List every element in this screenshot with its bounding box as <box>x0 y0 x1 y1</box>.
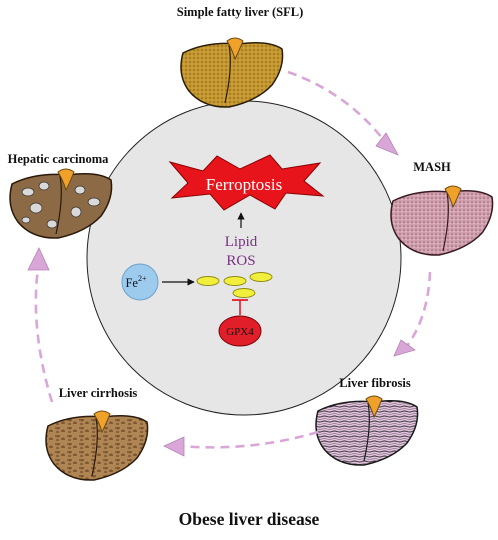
iron-ion <box>121 263 159 301</box>
lipid-oval <box>223 276 247 286</box>
arrow-cirrhosis-to-carcinoma <box>34 267 54 403</box>
arrowhead-fibrosis <box>393 339 416 357</box>
stage-label-cirrhosis: Liver cirrhosis <box>59 386 138 400</box>
gpx4-label: GPX4 <box>226 326 254 338</box>
stage-label-mash: MASH <box>413 160 451 174</box>
lipid-oval <box>232 288 256 298</box>
ferroptosis-label: Ferroptosis <box>206 175 283 194</box>
cirrhosis-liver-illustration <box>45 410 149 481</box>
arrowhead-cirrhosis <box>163 436 185 457</box>
fibrosis-liver-illustration <box>315 395 419 466</box>
lipid-peroxides <box>196 272 273 298</box>
progression-arrowheads <box>27 132 416 457</box>
iron-symbol: Fe <box>125 276 138 290</box>
ros-label: ROS <box>226 253 255 269</box>
figure-title: Obese liver disease <box>179 509 320 529</box>
arrowhead-carcinoma <box>27 247 50 271</box>
ferroptosis-burst <box>168 154 325 211</box>
lipid-oval <box>196 276 220 286</box>
stage-label-carcinoma: Hepatic carcinoma <box>8 152 110 166</box>
arrow-fibrosis-to-cirrhosis <box>179 430 319 449</box>
sfl-liver-illustration <box>180 37 284 108</box>
lipid-label: Lipid <box>225 234 258 250</box>
iron-charge: 2+ <box>138 274 147 283</box>
iron-label: Fe2+ <box>125 274 147 290</box>
gpx4-enzyme <box>218 315 262 347</box>
arrowhead-mash <box>375 132 399 156</box>
stage-label-sfl: Simple fatty liver (SFL) <box>177 5 304 19</box>
progression-arrows <box>34 70 432 449</box>
mash-liver-illustration <box>390 185 494 256</box>
arrow-mash-to-fibrosis <box>402 271 432 351</box>
carcinoma-liver-illustration <box>9 168 113 239</box>
stage-label-fibrosis: Liver fibrosis <box>339 376 411 390</box>
lipid-oval <box>249 272 273 282</box>
